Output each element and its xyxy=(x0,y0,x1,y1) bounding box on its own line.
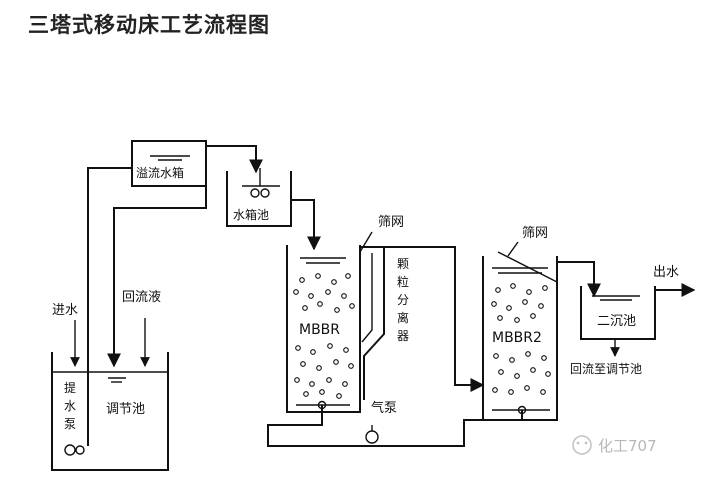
lift-pump: 提 水 泵 xyxy=(64,380,85,456)
air-pump xyxy=(365,430,379,447)
particle-separator: 颗 粒 分 离 器 xyxy=(360,246,409,400)
mbbr1-to-mbbr2-pipe xyxy=(384,246,485,392)
mbbr1-label: MBBR xyxy=(299,322,340,338)
overflow-return-pipe xyxy=(107,186,207,368)
pump-to-overflow-pipe xyxy=(87,167,132,446)
inlet-label: 进水 xyxy=(52,303,78,318)
separator-label-5: 器 xyxy=(397,329,409,343)
secondary-clarifier: 二沉池 xyxy=(580,286,656,340)
mbbr1-reactor: MBBR xyxy=(286,245,361,413)
mbbr2-label: MBBR2 xyxy=(492,330,542,346)
lift-pump-label-3: 泵 xyxy=(64,417,76,431)
separator-label-4: 离 xyxy=(397,310,409,325)
lift-pump-label-2: 水 xyxy=(64,399,76,413)
separator-label-1: 颗 xyxy=(397,257,409,271)
watermark: 化工707 xyxy=(572,435,657,455)
screen2-line xyxy=(497,251,558,283)
watermark-text: 化工707 xyxy=(598,437,657,455)
separator-label-2: 粒 xyxy=(397,274,409,289)
air-pump-icon xyxy=(365,430,379,444)
screen1-label: 筛网 xyxy=(378,215,404,230)
page-title: 三塔式移动床工艺流程图 xyxy=(28,13,270,37)
screen1-line xyxy=(359,231,373,253)
return-label: 回流至调节池 xyxy=(570,362,642,376)
regulating-tank: 调节池 xyxy=(51,352,169,471)
water-tank: 水箱池 xyxy=(226,168,292,227)
regulating-tank-label: 调节池 xyxy=(106,402,145,417)
separator-label-3: 分 xyxy=(397,293,409,307)
mixer-icon xyxy=(250,188,260,198)
water-tank-label: 水箱池 xyxy=(233,207,269,222)
wechat-icon xyxy=(572,435,592,455)
lift-pump-icon xyxy=(64,444,76,456)
screen2-label: 筛网 xyxy=(522,226,548,241)
air-pump-label: 气泵 xyxy=(371,400,397,416)
overflow-tank: 溢流水箱 xyxy=(131,140,207,187)
overflow-tank-label: 溢流水箱 xyxy=(136,165,184,180)
reflux-label: 回流液 xyxy=(122,290,161,305)
water-tank-to-mbbr1-pipe xyxy=(291,199,321,251)
outlet-label: 出水 xyxy=(653,265,679,280)
lift-pump-label-1: 提 xyxy=(64,380,76,395)
mbbr2-reactor: MBBR2 xyxy=(482,256,558,421)
mbbr2-to-clarifier-pipe xyxy=(557,261,601,298)
secondary-clarifier-label: 二沉池 xyxy=(597,314,636,329)
overflow-to-water-tank-pipe xyxy=(206,145,263,174)
